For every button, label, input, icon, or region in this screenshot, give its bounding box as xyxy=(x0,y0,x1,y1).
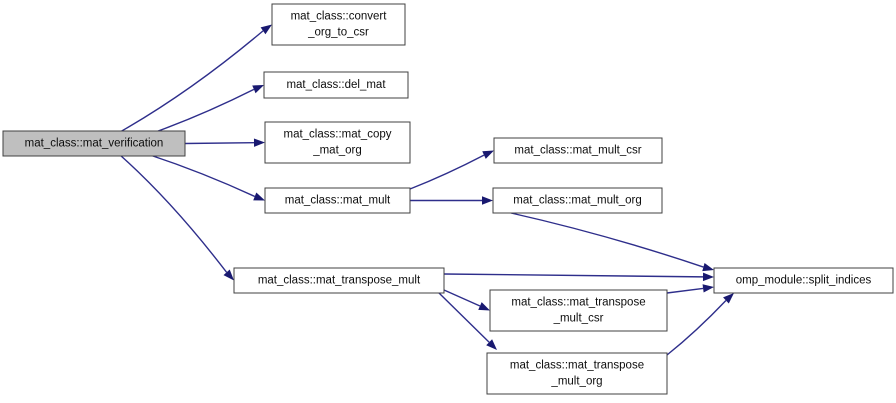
arrowhead-icon xyxy=(702,284,714,293)
edge-line xyxy=(119,30,264,133)
call-edge xyxy=(443,272,714,282)
node-box[interactable] xyxy=(486,352,668,395)
edge-line xyxy=(666,299,727,356)
node-box[interactable] xyxy=(489,289,668,332)
node-label: mat_class::mat_mult_csr xyxy=(514,145,641,157)
edge-line xyxy=(510,212,704,268)
arrowhead-icon xyxy=(486,339,497,350)
edge-line xyxy=(409,154,485,190)
arrowhead-icon xyxy=(260,24,272,35)
call-edge xyxy=(119,154,234,281)
arrowhead-icon xyxy=(478,302,490,311)
node-label: mat_class::mat_mult_org xyxy=(513,195,641,207)
call-edge xyxy=(443,289,490,311)
graph-node-mat_transpose_mult[interactable]: mat_class::mat_transpose_mult xyxy=(233,267,445,294)
edge-line xyxy=(184,141,255,145)
node-label: mat_class::mat_transpose_mult xyxy=(258,275,421,287)
call-edge xyxy=(510,212,714,272)
node-label: _org_to_csr xyxy=(307,27,369,39)
node-box[interactable] xyxy=(492,187,663,214)
edge-line xyxy=(443,273,704,278)
edge-line xyxy=(149,154,256,198)
graph-node-mat_mult[interactable]: mat_class::mat_mult xyxy=(264,187,411,214)
arrowhead-icon xyxy=(702,272,714,282)
graph-node-del_mat[interactable]: mat_class::del_mat xyxy=(263,71,409,99)
edge-line xyxy=(119,154,228,273)
call-edge xyxy=(666,293,734,356)
graph-node-split_indices[interactable]: omp_module::split_indices xyxy=(713,267,894,294)
call-edge xyxy=(119,24,272,133)
node-box[interactable] xyxy=(713,267,894,294)
node-label: mat_class::del_mat xyxy=(286,79,386,91)
edge-line xyxy=(149,88,255,135)
node-label: mat_class::convert xyxy=(291,11,388,23)
node-label: mat_class::mat_verification xyxy=(25,138,164,150)
node-box[interactable] xyxy=(264,187,411,214)
node-box[interactable] xyxy=(264,121,411,164)
node-label: _mult_org xyxy=(550,376,602,388)
node-box[interactable] xyxy=(233,267,445,294)
graph-node-convert_org_to_csr[interactable]: mat_class::convert_org_to_csr xyxy=(271,3,406,46)
arrowhead-icon xyxy=(253,192,265,201)
node-label: _mult_csr xyxy=(553,313,604,325)
call-edge xyxy=(409,150,494,190)
node-label: mat_class::mat_copy xyxy=(283,129,391,141)
node-box[interactable] xyxy=(493,137,663,164)
node-label: omp_module::split_indices xyxy=(736,275,872,287)
call-edge xyxy=(149,154,265,201)
graph-node-mat_verification[interactable]: mat_class::mat_verification xyxy=(2,130,186,157)
node-box[interactable] xyxy=(271,3,406,46)
arrowhead-icon xyxy=(723,293,734,304)
arrowhead-icon xyxy=(702,262,714,272)
call-edge xyxy=(184,138,265,147)
graph-node-mat_copy_mat_org[interactable]: mat_class::mat_copy_mat_org xyxy=(264,121,411,164)
call-edge xyxy=(438,292,497,350)
node-label: mat_class::mat_mult xyxy=(285,195,391,207)
arrowhead-icon xyxy=(482,150,494,159)
node-label: mat_class::mat_transpose xyxy=(510,360,644,372)
arrowhead-icon xyxy=(253,138,265,147)
call-edge xyxy=(410,196,493,205)
edge-line xyxy=(443,289,481,307)
arrowhead-icon xyxy=(482,196,493,205)
node-box[interactable] xyxy=(2,130,186,157)
graph-node-mat_transpose_mult_org[interactable]: mat_class::mat_transpose_mult_org xyxy=(486,352,668,395)
node-box[interactable] xyxy=(263,71,409,99)
graph-node-mat_mult_org[interactable]: mat_class::mat_mult_org xyxy=(492,187,663,214)
node-layer: mat_class::mat_verification mat_class::co… xyxy=(2,3,894,395)
call-edge xyxy=(666,284,714,294)
node-label: _mat_org xyxy=(312,145,362,157)
arrowhead-icon xyxy=(223,269,234,281)
edge-layer xyxy=(119,24,734,356)
arrowhead-icon xyxy=(252,85,264,94)
call-edge xyxy=(149,85,264,135)
graph-node-mat_mult_csr[interactable]: mat_class::mat_mult_csr xyxy=(493,137,663,164)
node-label: mat_class::mat_transpose xyxy=(511,297,645,309)
edge-line xyxy=(438,292,490,343)
graph-node-mat_transpose_mult_csr[interactable]: mat_class::mat_transpose_mult_csr xyxy=(489,289,668,332)
edge-line xyxy=(666,287,704,294)
